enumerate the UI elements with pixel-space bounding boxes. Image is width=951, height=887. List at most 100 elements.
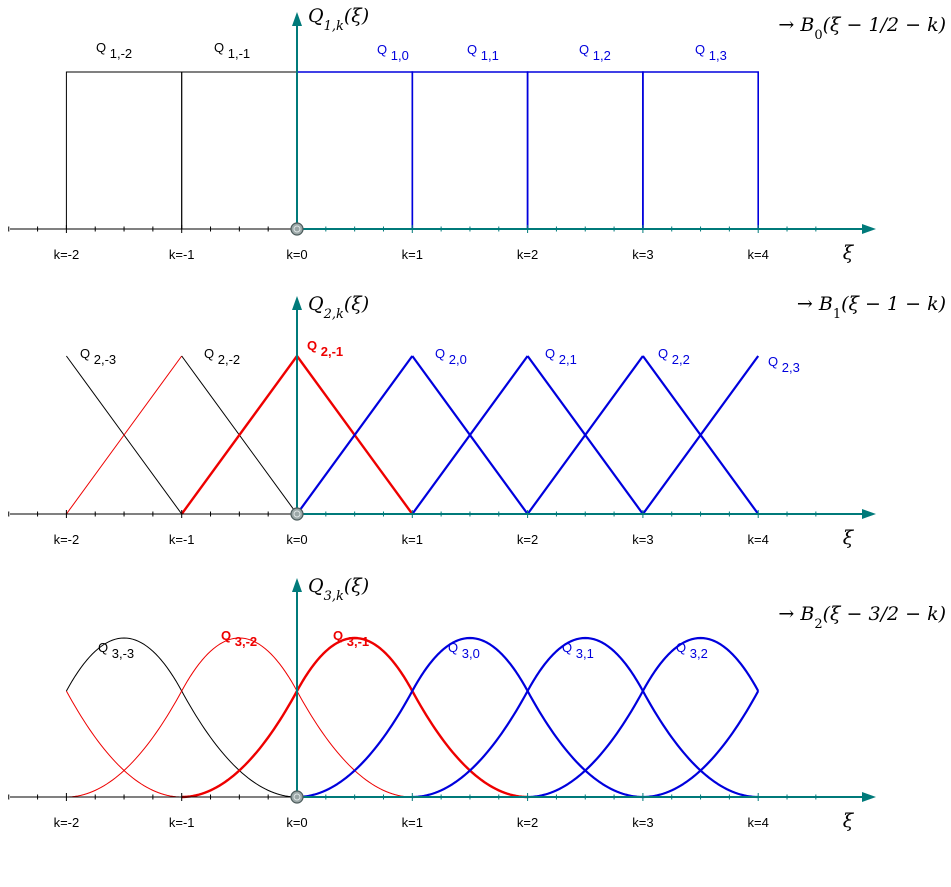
curve-segment bbox=[526, 71, 644, 229]
series-label: Q 2,2 bbox=[658, 346, 690, 367]
curve-segment bbox=[526, 355, 644, 515]
tick-label: k=4 bbox=[748, 247, 769, 262]
series-Q-3-1 bbox=[412, 636, 759, 799]
tick-label: k=-1 bbox=[169, 532, 195, 547]
origin-marker-inner bbox=[293, 225, 301, 233]
series-Q-2-3 bbox=[642, 355, 760, 515]
x-axis-arrow-icon bbox=[862, 224, 876, 234]
series-label: Q 3,0 bbox=[448, 640, 480, 661]
curve-segment bbox=[65, 690, 182, 798]
tick-label: k=3 bbox=[632, 532, 653, 547]
series-Q-1-3 bbox=[642, 71, 760, 229]
series-Q-3--1 bbox=[181, 636, 528, 799]
tick-label: k=1 bbox=[402, 815, 423, 830]
origin-marker-inner bbox=[293, 793, 301, 801]
series-label: Q 1,2 bbox=[579, 42, 611, 63]
curve-segment bbox=[411, 71, 529, 229]
series-Q-1--2 bbox=[65, 71, 183, 229]
origin-marker-icon bbox=[290, 507, 304, 521]
curve-segment bbox=[296, 355, 414, 515]
tick-label: k=1 bbox=[402, 532, 423, 547]
basis-annotation: → B1(ξ − 1 − k) bbox=[797, 293, 946, 322]
curve-segment bbox=[641, 636, 760, 692]
curve-segment bbox=[642, 690, 760, 799]
curve-segment bbox=[66, 690, 183, 798]
series-label: Q 2,1 bbox=[545, 346, 577, 367]
curve-segment bbox=[411, 636, 529, 692]
curve-segment bbox=[296, 71, 414, 229]
series-label: Q 2,0 bbox=[435, 346, 467, 367]
curve-segment bbox=[642, 355, 760, 515]
series-Q-2-0 bbox=[296, 355, 529, 515]
curve-segment bbox=[65, 71, 183, 229]
tick-label: k=4 bbox=[748, 532, 769, 547]
series-label: Q 3,-3 bbox=[98, 640, 134, 661]
tick-label: k=-2 bbox=[54, 247, 80, 262]
series-label: Q 1,3 bbox=[695, 42, 727, 63]
series-label: Q 2,-2 bbox=[204, 346, 240, 367]
panel-1: k=-2 k=-1 k=0 k=1 k=2 k=3 k=4 Q1,k(ξ) → B0(ξ − 1… bbox=[8, 5, 946, 264]
series-Q-3--4 bbox=[65, 690, 182, 798]
y-axis-label: Q1,k(ξ) bbox=[308, 5, 369, 34]
curve-segment bbox=[65, 637, 183, 692]
tick-label: k=1 bbox=[402, 247, 423, 262]
series-Q-3-2 bbox=[527, 636, 760, 799]
tick-label: k=2 bbox=[517, 815, 538, 830]
series-label: Q 2,-1 bbox=[307, 338, 343, 359]
tick-label: k=0 bbox=[286, 815, 307, 830]
tick-label: k=4 bbox=[748, 815, 769, 830]
series-Q-1-0 bbox=[296, 71, 414, 229]
origin-marker-icon bbox=[290, 222, 304, 236]
curve-segment bbox=[295, 636, 414, 692]
tick-label: k=-1 bbox=[169, 815, 195, 830]
series-label: Q 1,-1 bbox=[214, 40, 250, 61]
series-label: Q 3,-2 bbox=[221, 628, 257, 649]
x-axis-label: ξ bbox=[843, 527, 855, 549]
tick-label: k=0 bbox=[286, 247, 307, 262]
series-Q-2-2 bbox=[526, 355, 760, 515]
curve-segment bbox=[411, 690, 528, 799]
curve-segment bbox=[411, 355, 529, 515]
basis-annotation: → B2(ξ − 3/2 − k) bbox=[778, 603, 946, 632]
curve-segment bbox=[296, 690, 414, 799]
series-Q-2-1 bbox=[411, 355, 644, 515]
curve-segment bbox=[181, 71, 298, 229]
curve-segment bbox=[412, 690, 529, 799]
x-axis-label: ξ bbox=[843, 242, 855, 264]
curve-segment bbox=[641, 690, 759, 799]
x-axis-label: ξ bbox=[843, 810, 855, 832]
series-Q-3--3 bbox=[65, 637, 298, 798]
tick-label: k=0 bbox=[286, 532, 307, 547]
origin-marker-inner bbox=[293, 510, 301, 518]
tick-label: k=-1 bbox=[169, 247, 195, 262]
series-Q-3-0 bbox=[296, 636, 643, 799]
series-label: Q 1,0 bbox=[377, 42, 409, 63]
series-label: Q 3,2 bbox=[676, 640, 708, 661]
y-axis-arrow-icon bbox=[292, 578, 302, 592]
series-Q-1-2 bbox=[526, 71, 644, 229]
series-label: Q 3,-1 bbox=[333, 628, 369, 649]
series-label: Q 3,1 bbox=[562, 640, 594, 661]
curve-segment bbox=[526, 690, 643, 799]
tick-label: k=3 bbox=[632, 815, 653, 830]
curve-segment bbox=[526, 636, 644, 692]
curve-segment bbox=[642, 71, 760, 229]
series-label: Q 2,-3 bbox=[80, 346, 116, 367]
x-axis-arrow-icon bbox=[862, 509, 876, 519]
series-label: Q 1,-2 bbox=[96, 40, 132, 61]
tick-label: k=3 bbox=[632, 247, 653, 262]
x-axis-arrow-icon bbox=[862, 792, 876, 802]
basis-annotation: → B0(ξ − 1/2 − k) bbox=[778, 14, 946, 43]
curve-segment bbox=[65, 355, 183, 515]
tick-label: k=2 bbox=[517, 247, 538, 262]
curve-segment bbox=[181, 690, 298, 798]
series-Q-1-1 bbox=[411, 71, 529, 229]
origin-marker-icon bbox=[290, 790, 304, 804]
series-Q-3-3 bbox=[642, 690, 760, 799]
tick-label: k=-2 bbox=[54, 815, 80, 830]
curve-segment bbox=[527, 690, 644, 799]
series-Q-1--1 bbox=[181, 71, 298, 229]
